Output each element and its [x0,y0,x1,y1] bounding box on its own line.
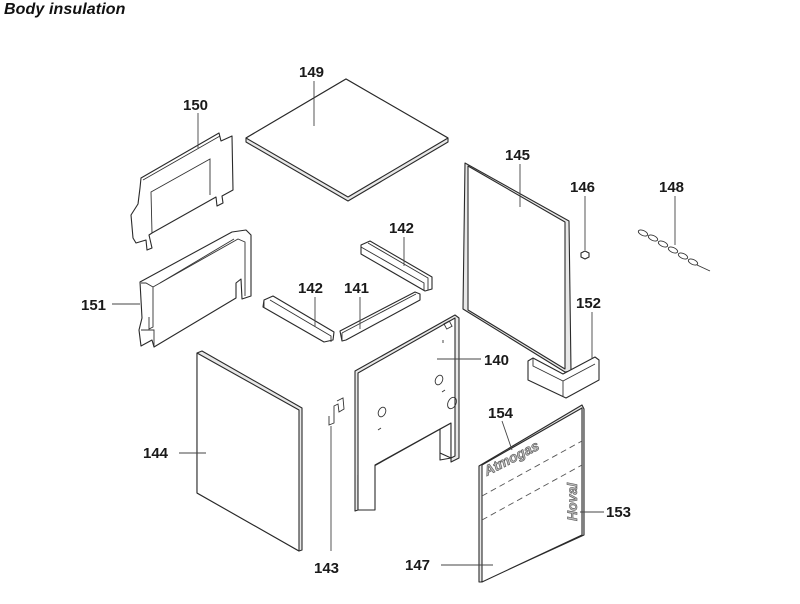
label-140: 140 [484,352,509,369]
part-145-right-side-panel[interactable] [462,162,572,373]
part-141-bottom-channel[interactable] [339,291,421,342]
label-146: 146 [570,179,595,196]
label-152: 152 [576,295,601,312]
label-145: 145 [505,147,530,164]
label-148: 148 [659,179,684,196]
label-142-left: 142 [298,280,323,297]
part-142-channel-right[interactable] [360,240,433,292]
label-149: 149 [299,64,324,81]
part-140-front-panel[interactable] [354,314,460,512]
label-150: 150 [183,97,208,114]
hoval-logo: Hoval [564,482,580,521]
label-141: 141 [344,280,369,297]
part-147-front-cover[interactable] [478,404,585,583]
label-147: 147 [405,557,430,574]
label-144: 144 [143,445,169,462]
label-143: 143 [314,560,339,577]
label-154: 154 [488,405,514,422]
part-144-left-side-panel[interactable] [196,350,303,552]
page-title: Body insulation [4,1,126,18]
part-146-fastener[interactable] [580,250,590,260]
part-149-top-board[interactable] [245,78,449,202]
part-151-rear-frame-lower[interactable] [138,229,252,348]
label-142-right: 142 [389,220,414,237]
part-150-rear-frame-upper[interactable] [130,132,234,251]
part-152-corner-block[interactable] [527,356,600,399]
part-148-chain[interactable] [637,229,711,272]
part-142-channel-left[interactable] [262,295,335,343]
label-153: 153 [606,504,631,521]
part-143-hook[interactable] [328,397,345,426]
label-151: 151 [81,297,106,314]
